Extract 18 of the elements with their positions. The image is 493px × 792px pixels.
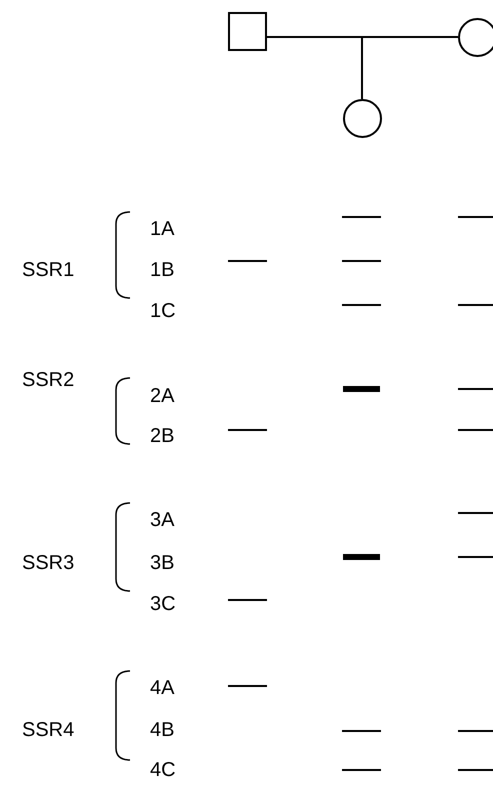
allele-label: 1C (150, 300, 176, 322)
male-square (228, 12, 267, 51)
allele-label: 4C (150, 759, 176, 781)
allele-label: 3C (150, 593, 176, 615)
allele-label: 2A (150, 385, 174, 407)
female-circle (342, 99, 382, 138)
allele-label: 2B (150, 425, 174, 447)
allele-label: 3A (150, 509, 174, 531)
marker-name: SSR3 (22, 552, 74, 574)
marker-name: SSR4 (22, 719, 74, 741)
allele-label: 1A (150, 218, 174, 240)
allele-label: 4B (150, 719, 174, 741)
marker-name: SSR2 (22, 369, 74, 391)
marker-name: SSR1 (22, 259, 74, 281)
allele-label: 3B (150, 552, 174, 574)
allele-label: 1B (150, 259, 174, 281)
allele-label: 4A (150, 677, 174, 699)
pedigree-line (361, 36, 458, 99)
